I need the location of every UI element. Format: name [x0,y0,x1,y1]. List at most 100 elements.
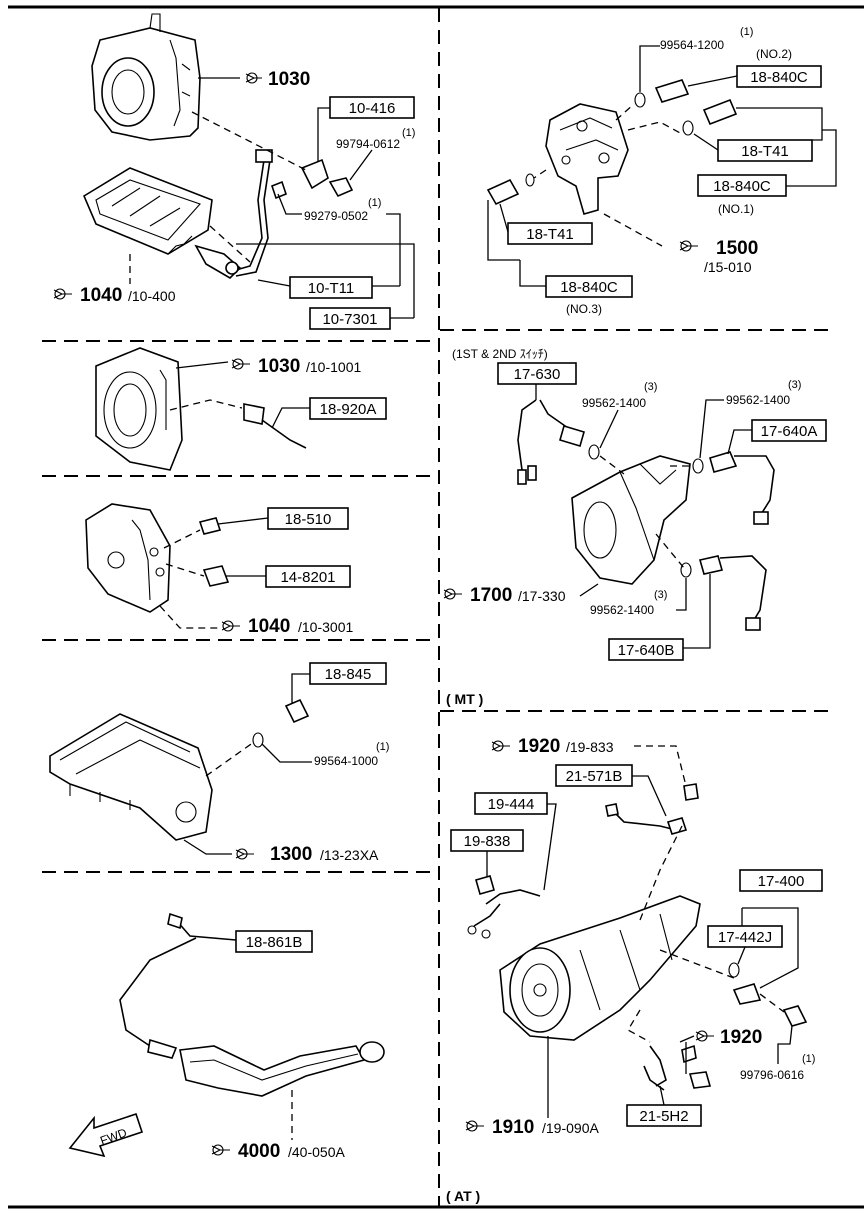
note-label: (NO.1) [718,202,754,216]
ref-box-label: 21-5H2 [639,1108,688,1125]
ref-box-label: 17-640B [618,642,675,659]
part-number: 99562-1400 [582,396,646,410]
ref-box-label: 18-T41 [741,143,789,160]
qty-label: (1) [376,741,389,753]
oil-pan-drawing [82,167,213,255]
part-number: 99794-0612 [336,137,400,151]
ref-icon [231,358,250,370]
ref-suffix: /10-3001 [298,619,353,635]
ref-box-label: 18-T41 [526,226,574,243]
qty-label: (3) [788,379,801,391]
ref-number: 1920 [720,1027,762,1048]
ref-suffix: /19-090A [542,1120,599,1136]
ref-box-label: 18-840C [560,279,618,296]
ref-box-label: 14-8201 [280,569,335,586]
ref-box[interactable] [545,275,633,298]
ref-suffix: /13-23XA [320,847,379,863]
ref-number: 1700 [470,585,512,606]
ref-number: 1300 [270,844,312,865]
ref-suffix: /19-833 [566,739,614,755]
ref-suffix: /10-400 [128,288,176,304]
mt-label: ( MT ) [446,691,483,707]
ref-box-label: 18-840C [713,178,771,195]
qty-label: (1) [802,1053,815,1065]
ref-box[interactable] [697,174,787,197]
section-mt: (1ST & 2ND ｽｲｯﾁ) 17-630 (3) 99562-1400 (… [443,347,827,707]
ref-number: 1500 [716,238,758,259]
section-at: 1920 /19-833 21-571B 19-444 19-838 [446,736,823,1204]
ref-icon [695,1030,714,1042]
ref-number: 1040 [80,285,122,306]
section-left-3: 18-510 14-8201 1040 /10-3001 [85,503,353,637]
section-left-2: 1030 /10-1001 18-920A [95,347,387,471]
section-top-right: (1) 99564-1200 (NO.2) 18-840C 18-T41 18-… [486,26,837,316]
intake-manifold-drawing [49,713,213,841]
mt-heading: (1ST & 2ND ｽｲｯﾁ) [452,347,548,361]
part-number: 99564-1000 [314,754,378,768]
ref-number: 1030 [258,356,300,377]
part-number: 99796-0616 [740,1068,804,1082]
switch-no1 [702,98,738,126]
ref-box[interactable] [507,222,593,245]
qty-label: (1) [740,26,753,38]
ref-box[interactable] [497,362,577,385]
ref-box-label: 10-7301 [322,311,377,328]
part-number: 99562-1400 [726,393,790,407]
ref-box-label: 10-T11 [308,280,354,297]
ref-icon [53,288,72,300]
transmission-housing-drawing [91,13,201,141]
note-label: (NO.2) [756,47,792,61]
ref-icon [491,740,510,752]
case-drawing [85,503,171,613]
section-left-5: 18-861B 4000 /40-050A FWD [68,912,385,1162]
ref-icon [235,848,254,860]
ref-icon [211,1144,230,1156]
ref-number: 4000 [238,1141,280,1162]
fwd-arrow-icon: FWD [68,1112,144,1158]
ref-box-label: 19-838 [464,833,511,850]
at-label: ( AT ) [446,1188,480,1204]
ref-box-label: 18-861B [246,934,303,951]
ref-box-label: 17-630 [514,366,561,383]
qty-label: (3) [654,589,667,601]
note-label: (NO.3) [566,302,602,316]
harness-drawing [194,149,354,280]
qty-label: (1) [368,197,381,209]
ref-box-label: 17-640A [761,423,818,440]
ref-box-label: 10-416 [349,100,396,117]
ref-icon [221,620,240,632]
ref-box[interactable] [717,139,813,162]
qty-label: (1) [402,127,415,139]
ref-box-label: 18-920A [320,401,377,418]
part-number: 99279-0502 [304,209,368,223]
ref-suffix: /40-050A [288,1144,345,1160]
ref-number: 1910 [492,1117,534,1138]
ref-icon [679,240,698,252]
part-number: 99562-1400 [590,603,654,617]
section-top-left: 1030 10-416 (1) 99794-0612 (1) 99279-050… [53,13,415,330]
ref-suffix: /15-010 [704,259,752,275]
ref-suffix: /10-1001 [306,359,361,375]
housing-drawing [95,347,183,471]
ref-number: 1920 [518,736,560,757]
qty-label: (3) [644,381,657,393]
ref-box-label: 18-845 [325,666,372,683]
ref-box[interactable] [289,276,373,299]
ref-suffix: /17-330 [518,588,566,604]
ref-icon [443,588,462,600]
ref-box-label: 18-510 [285,511,332,528]
ref-icon [465,1120,484,1132]
ref-box[interactable] [739,869,823,892]
ref-box-label: 17-442J [718,929,772,946]
ref-box-label: 17-400 [758,873,805,890]
ref-box[interactable] [235,930,313,953]
ref-box[interactable] [608,638,684,661]
section-left-4: 18-845 (1) 99564-1000 1300 /13-23XA [49,662,389,865]
ref-box-label: 21-571B [566,768,623,785]
ref-number: 1030 [268,69,310,90]
part-number: 99564-1200 [660,38,724,52]
ref-number: 1040 [248,616,290,637]
mt-transmission-drawing [571,455,691,585]
